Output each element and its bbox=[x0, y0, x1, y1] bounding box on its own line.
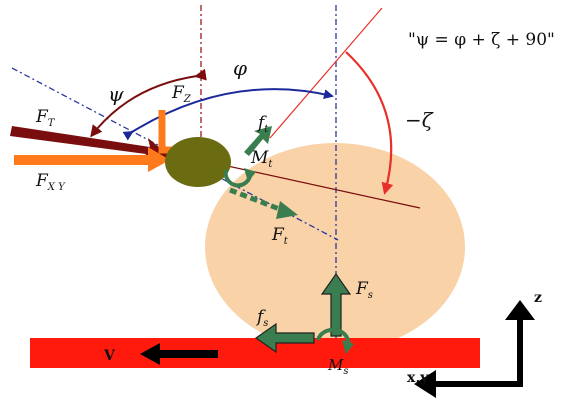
zeta-arc bbox=[345, 51, 394, 195]
angle-equation: "ψ = φ + ζ + 90" bbox=[408, 30, 555, 50]
label-ft: ft bbox=[256, 113, 269, 135]
label-FXY: FX Y bbox=[35, 171, 66, 193]
z-axis-arrowhead bbox=[505, 300, 535, 320]
force-Ft-line bbox=[229, 187, 283, 213]
moment-Mt-arrowhead bbox=[244, 168, 256, 182]
red-plate bbox=[30, 338, 480, 368]
label-Mt: Mt bbox=[250, 148, 273, 170]
velocity-label: V bbox=[103, 348, 116, 364]
xy-axis-label: x,y bbox=[407, 370, 429, 386]
label-fs: fs bbox=[255, 307, 268, 329]
label-Ft: Ft bbox=[271, 225, 289, 247]
phi-label: φ bbox=[233, 56, 247, 80]
label-Ms: Ms bbox=[327, 356, 349, 377]
tool-disk bbox=[165, 137, 231, 187]
label-FZ: FZ bbox=[171, 83, 192, 105]
force-FXY-arrow bbox=[14, 147, 170, 172]
moment-Ms-arrowhead bbox=[342, 340, 354, 354]
neg-zeta-label: −ζ bbox=[405, 108, 434, 132]
force-ft-arrow bbox=[244, 126, 272, 156]
force-Ft-arrowhead bbox=[276, 201, 298, 219]
coordinate-axes-icon bbox=[432, 318, 523, 387]
force-fs-arrow bbox=[254, 322, 315, 354]
moment-Ms-icon bbox=[316, 327, 351, 347]
label-FT: FT bbox=[35, 107, 56, 129]
workpiece-disk bbox=[205, 143, 465, 351]
velocity-arrow-icon bbox=[140, 343, 218, 365]
tool-axis-line bbox=[199, 159, 421, 209]
psi-label: ψ bbox=[108, 82, 124, 106]
z-axis-label: z bbox=[534, 290, 542, 306]
force-Fs-arrow bbox=[320, 272, 352, 337]
force-FT-arrow bbox=[10, 126, 172, 160]
xy-axis-arrowhead bbox=[414, 370, 436, 398]
label-Fs: Fs bbox=[355, 279, 373, 301]
phi-arc bbox=[122, 88, 334, 141]
